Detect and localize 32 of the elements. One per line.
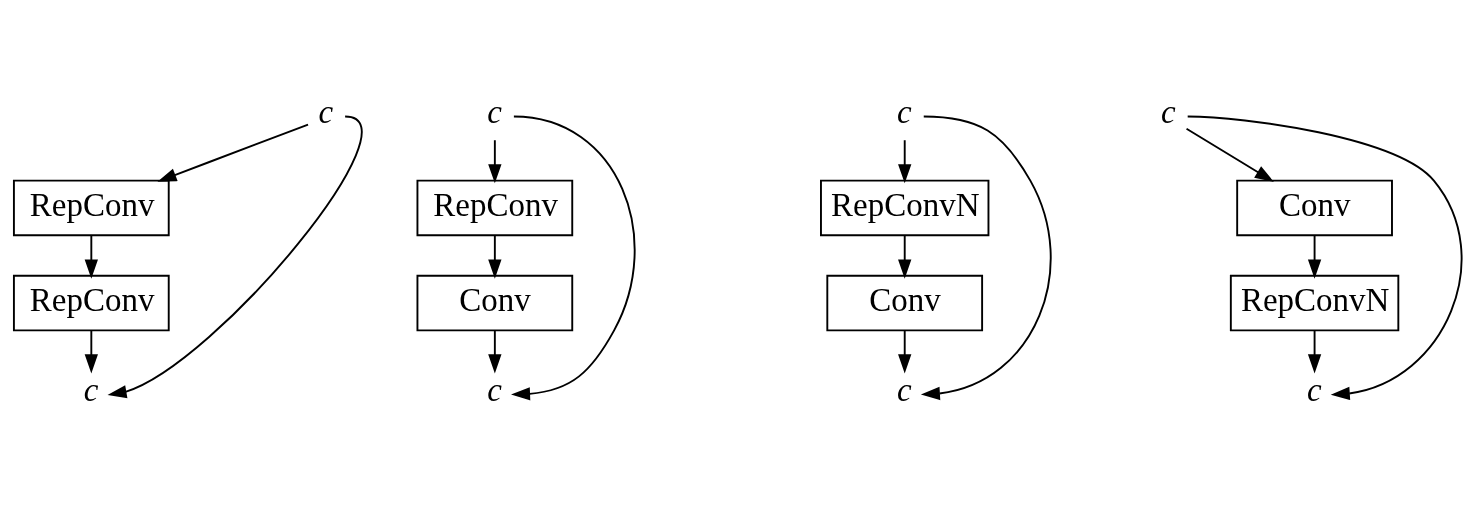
arrow — [1186, 115, 1463, 401]
arrow — [1307, 329, 1322, 374]
node-text: c — [1306, 372, 1322, 409]
node-box: Conv — [826, 274, 984, 332]
arrow — [920, 115, 1052, 401]
node-text: c — [318, 94, 334, 131]
node-box: RepConvN — [1229, 274, 1400, 332]
arrow — [84, 329, 98, 374]
node-text: c — [83, 372, 99, 409]
arrow — [107, 115, 363, 399]
arrow — [84, 234, 98, 279]
arrow — [898, 234, 912, 279]
node-box: RepConv — [12, 179, 170, 237]
node-text: c — [487, 372, 502, 409]
arrow — [157, 123, 309, 182]
arrow — [1185, 127, 1274, 182]
arrow — [1307, 234, 1322, 279]
node-text: c — [897, 372, 912, 409]
node-text: c — [1161, 94, 1176, 131]
arrow — [488, 139, 502, 184]
arrow — [898, 329, 912, 374]
arrow — [488, 234, 502, 279]
node-text: c — [897, 94, 912, 131]
node-box: Conv — [416, 274, 574, 332]
arrow — [488, 329, 502, 374]
node-box: RepConv — [416, 179, 574, 237]
node-text: c — [487, 94, 502, 131]
node-box: RepConvN — [820, 179, 990, 237]
node-box: RepConv — [12, 274, 170, 332]
node-box: Conv — [1236, 179, 1393, 237]
arrow — [898, 139, 912, 184]
arrow — [511, 115, 636, 401]
